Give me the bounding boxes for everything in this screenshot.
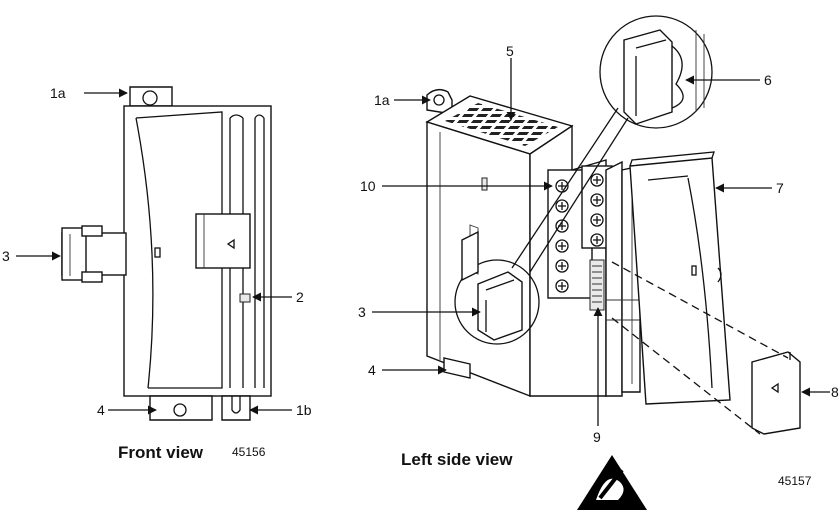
side-connector-zoom-circle xyxy=(454,259,540,345)
side-label-5: 5 xyxy=(506,43,514,59)
front-top-mount-hole xyxy=(142,90,158,106)
side-label-10: 10 xyxy=(360,178,376,194)
front-door-arrow-icon xyxy=(226,238,235,250)
front-label-1b: 1b xyxy=(296,402,312,418)
end-cap-arrow-icon xyxy=(770,382,779,394)
side-label-9: 9 xyxy=(593,429,601,445)
front-bottom-mount-right xyxy=(221,395,251,421)
front-view-caption: Front view xyxy=(118,443,204,462)
front-label-1a: 1a xyxy=(50,85,66,101)
esd-warning-icon xyxy=(577,455,647,510)
side-end-cap xyxy=(751,351,801,435)
side-label-4: 4 xyxy=(368,362,376,378)
side-open-door xyxy=(629,157,731,405)
side-pin-header xyxy=(589,259,605,311)
side-label-8: 8 xyxy=(831,384,839,400)
front-door-tab xyxy=(195,213,251,269)
side-label-7: 7 xyxy=(776,180,784,196)
front-top-mount-tab xyxy=(129,86,173,107)
side-bus-connector xyxy=(477,271,523,341)
side-label-1a: 1a xyxy=(374,92,390,108)
detail-cable xyxy=(671,45,684,109)
side-view-caption: Left side view xyxy=(401,450,513,469)
side-label-3: 3 xyxy=(358,304,366,320)
side-figure-number: 45157 xyxy=(778,474,812,488)
front-label-3: 3 xyxy=(2,248,10,264)
side-top-vents xyxy=(445,103,558,146)
terminal-screws xyxy=(555,173,604,293)
front-view-drawing xyxy=(16,86,292,421)
detail-zoom-circle xyxy=(599,15,713,129)
side-label-6: 6 xyxy=(764,72,772,88)
front-label-2: 2 xyxy=(296,289,304,305)
front-label-4: 4 xyxy=(97,402,105,418)
side-top-mount-tab xyxy=(426,88,453,115)
side-view-drawing xyxy=(372,15,830,435)
front-figure-number: 45156 xyxy=(232,445,266,459)
